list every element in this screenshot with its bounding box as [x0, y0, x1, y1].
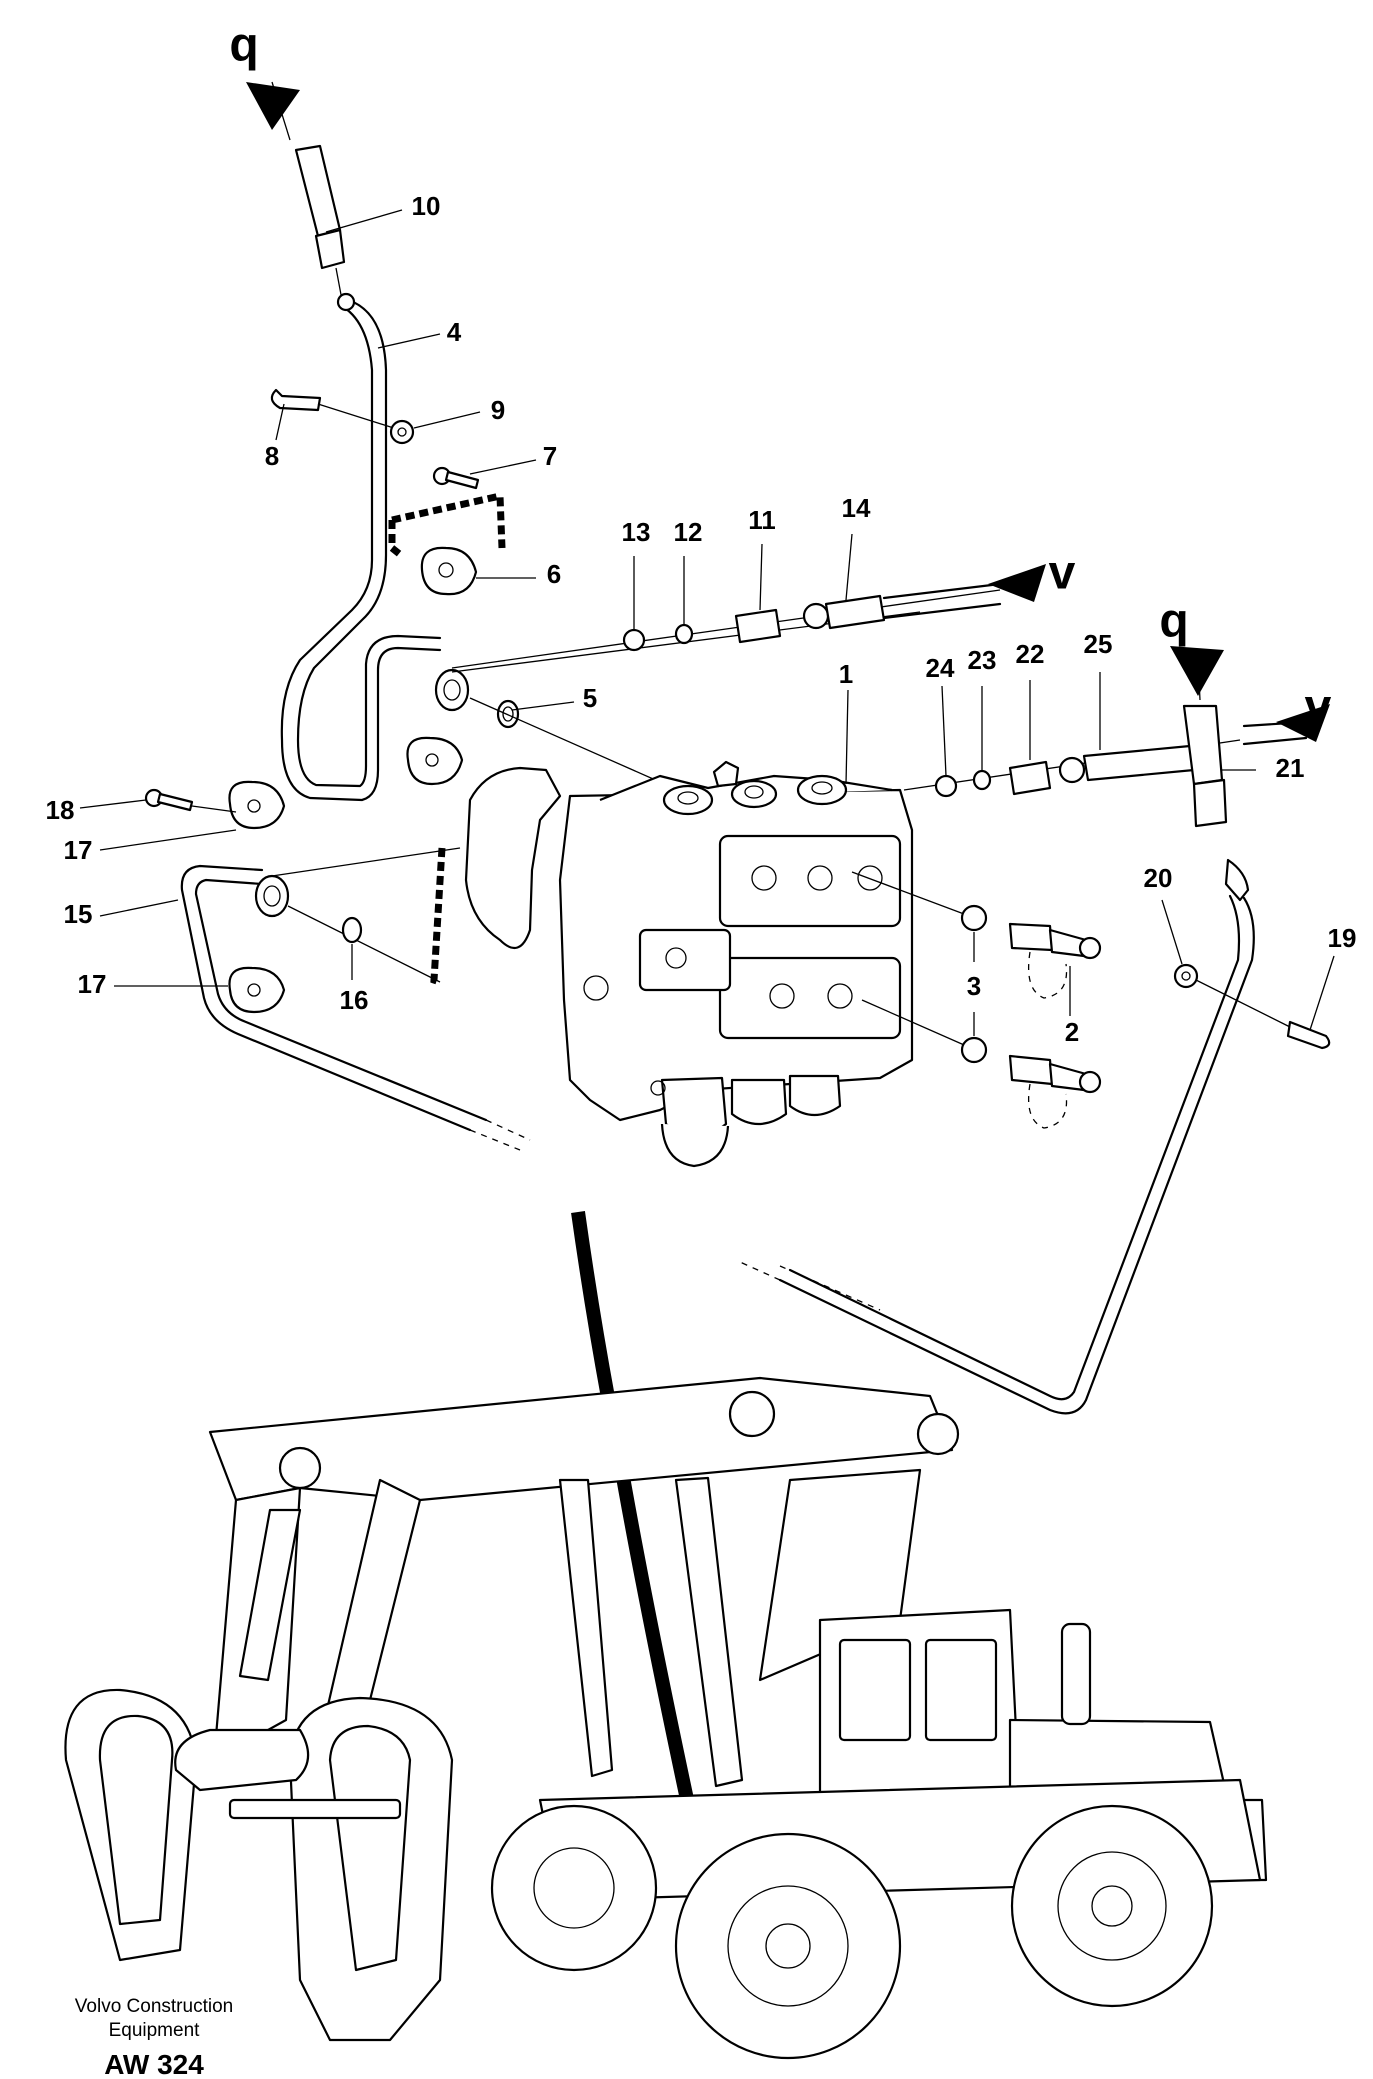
control-valve-1	[464, 760, 914, 1168]
part-labels: 1 2 3 4 5 6 7 8 9 10 11 12 13 14 15 16 1…	[46, 191, 1357, 1047]
footer: Volvo Construction Equipment AW 324	[75, 1996, 233, 2079]
marker-v-right: v	[1305, 681, 1332, 734]
company-line-1: Volvo Construction	[75, 1996, 233, 2017]
label-part-1: 1	[839, 659, 853, 689]
label-part-24: 24	[926, 653, 955, 683]
arrow-down-icon	[246, 82, 300, 130]
o-ring-12	[674, 623, 694, 645]
clamp-6	[420, 546, 478, 596]
clamp-19	[1195, 979, 1331, 1050]
label-part-11: 11	[748, 505, 776, 535]
label-part-18: 18	[46, 795, 75, 825]
washer-3-upper	[960, 904, 988, 932]
label-part-10: 10	[412, 191, 441, 221]
pipe-15	[180, 847, 531, 1151]
label-part-15: 15	[64, 899, 93, 929]
drawing-code: AW 324	[104, 2049, 204, 2079]
bolt-7	[432, 466, 480, 490]
label-part-17-bottom: 17	[78, 969, 107, 999]
adapter-11	[734, 608, 782, 644]
callout-leaders	[79, 209, 1335, 1036]
label-part-23: 23	[968, 645, 997, 675]
clamp-lower	[406, 736, 464, 786]
nut-9	[389, 419, 415, 445]
marker-q-right: q	[1159, 595, 1188, 648]
washer-3-lower	[960, 1036, 988, 1064]
label-part-8: 8	[265, 441, 279, 471]
label-part-22: 22	[1016, 639, 1045, 669]
clamp-17-top	[228, 780, 286, 830]
label-part-17-top: 17	[64, 835, 93, 865]
label-part-14: 14	[842, 493, 871, 523]
quick-couplings-2	[851, 871, 1102, 1129]
o-ring-16	[341, 916, 363, 944]
label-part-12: 12	[674, 517, 703, 547]
label-part-6: 6	[547, 559, 561, 589]
hose-25	[1082, 744, 1196, 782]
dash-group-6	[388, 491, 506, 559]
hose-q-right	[739, 646, 1330, 1415]
label-part-25: 25	[1084, 629, 1113, 659]
forestry-loader-machine	[64, 1376, 1268, 2060]
nut-14	[802, 602, 830, 630]
label-part-21: 21	[1276, 753, 1305, 783]
company-line-2: Equipment	[109, 2020, 201, 2041]
bolt-18	[144, 788, 237, 813]
label-part-13: 13	[622, 517, 651, 547]
arrow-right-icon	[988, 564, 1046, 602]
marker-v-center: v	[1049, 547, 1076, 600]
label-part-16: 16	[340, 985, 369, 1015]
pipe-4	[280, 292, 442, 802]
label-part-5: 5	[583, 683, 597, 713]
fitting-chain-upper	[451, 564, 1046, 669]
washer-24	[934, 774, 958, 798]
clamp-17-bottom	[228, 966, 286, 1014]
o-ring-23	[972, 769, 992, 791]
hose-end-14	[824, 594, 886, 630]
label-part-4: 4	[447, 317, 462, 347]
label-part-3: 3	[967, 971, 981, 1001]
hose-q-left	[246, 81, 346, 301]
label-part-9: 9	[491, 395, 505, 425]
fitting-chain-right	[903, 739, 1241, 798]
clamp-8	[270, 388, 401, 431]
label-part-7: 7	[543, 441, 557, 471]
nut-25	[1058, 756, 1086, 784]
nut-20	[1173, 963, 1199, 989]
washer-13	[622, 628, 646, 652]
label-part-19: 19	[1328, 923, 1357, 953]
hose-routing-line	[571, 1211, 707, 1862]
marker-q-top: q	[229, 19, 258, 72]
arrow-right-icon	[1276, 704, 1330, 742]
adapter-22	[1008, 760, 1052, 796]
dash-group-15	[430, 847, 446, 986]
label-part-20: 20	[1144, 863, 1173, 893]
label-part-2: 2	[1065, 1017, 1079, 1047]
arrow-down-icon	[1170, 646, 1224, 696]
